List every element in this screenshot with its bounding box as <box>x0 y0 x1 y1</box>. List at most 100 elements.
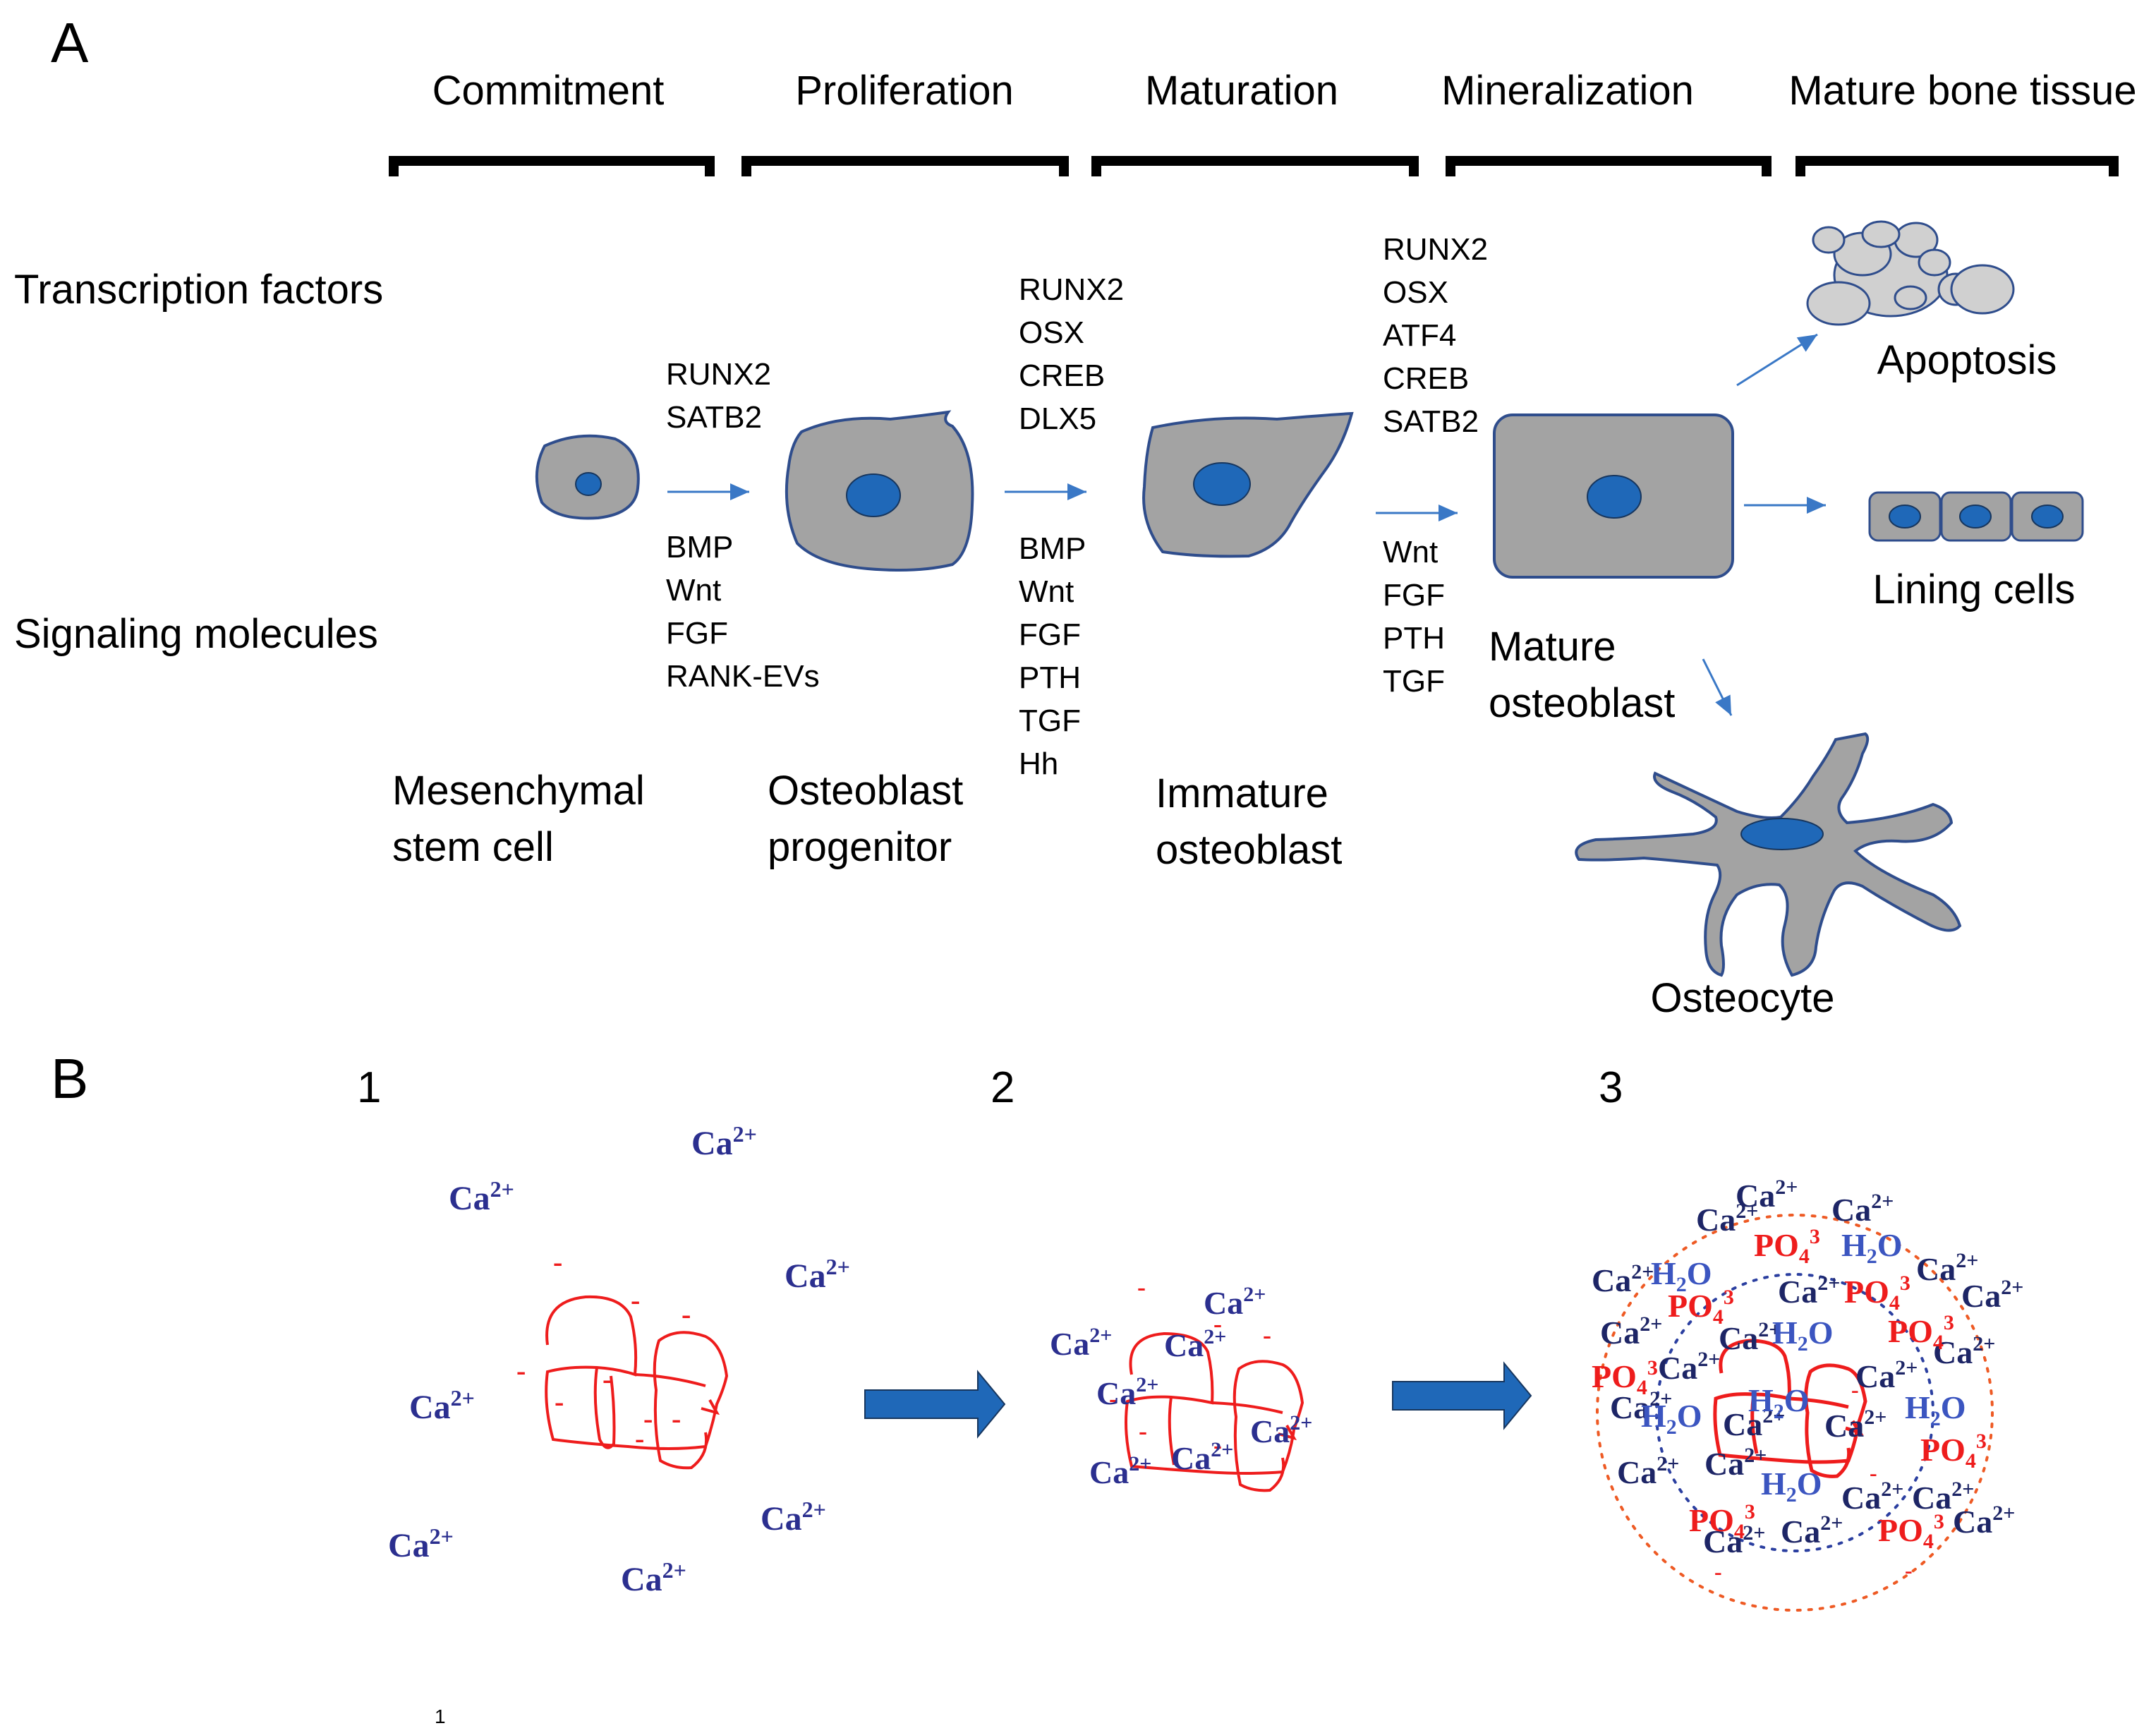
svg-text:H2O: H2O <box>1841 1227 1903 1268</box>
svg-text:-: - <box>1213 1310 1222 1338</box>
nucleus <box>1740 818 1824 850</box>
immature-osteoblast-cell <box>1142 411 1354 558</box>
svg-text:Ca2+: Ca2+ <box>1841 1478 1903 1516</box>
svg-text:-: - <box>1851 1377 1859 1402</box>
label-immature-line1: Immature <box>1156 771 1328 816</box>
svg-text:-: - <box>1109 1384 1118 1413</box>
svg-text:PO43: PO43 <box>1888 1311 1954 1354</box>
osteoblast-progenitor-cell <box>785 410 974 572</box>
svg-text:-: - <box>682 1298 691 1330</box>
svg-text:PO43: PO43 <box>1668 1286 1734 1329</box>
svg-text:Ca2+: Ca2+ <box>1089 1452 1151 1490</box>
label-mature-line1: Mature <box>1489 624 1616 670</box>
svg-text:-: - <box>635 1423 644 1454</box>
inner-hydration-shell <box>1655 1273 1934 1552</box>
tf-creb: CREB <box>1019 358 1105 393</box>
svg-text:Ca2+: Ca2+ <box>1736 1176 1798 1214</box>
svg-text:Ca2+: Ca2+ <box>621 1557 686 1598</box>
label-osteocyte: Osteocyte <box>1650 975 1834 1021</box>
svg-text:-: - <box>643 1403 653 1435</box>
svg-text:Ca2+: Ca2+ <box>1096 1373 1158 1411</box>
apoptotic-bodies <box>1806 220 2015 326</box>
negative-charges-2: - - - - - - <box>1109 1273 1271 1459</box>
stage-brackets <box>389 156 2119 176</box>
svg-text:-: - <box>602 1363 612 1395</box>
svg-text:H2O: H2O <box>1761 1466 1822 1506</box>
label-msc-line1: Mesenchymal <box>392 768 645 814</box>
svg-text:Ca2+: Ca2+ <box>1171 1438 1233 1476</box>
footnote: 1 <box>435 1705 446 1727</box>
svg-text:H2O: H2O <box>1651 1255 1712 1296</box>
sig-pth: PTH <box>1019 660 1081 695</box>
svg-text:Ca2+: Ca2+ <box>1617 1452 1679 1490</box>
tf-runx2: RUNX2 <box>666 357 771 392</box>
svg-text:-: - <box>1139 1417 1147 1445</box>
sig-tgf: TGF <box>1019 704 1081 738</box>
svg-text:Ca2+: Ca2+ <box>1781 1511 1843 1550</box>
nucleus <box>575 472 602 496</box>
svg-text:Ca2+: Ca2+ <box>691 1121 757 1162</box>
svg-text:PO43: PO43 <box>1844 1272 1910 1315</box>
stage-proliferation: Proliferation <box>795 68 1013 114</box>
label-apoptosis: Apoptosis <box>1877 337 2057 383</box>
stage-maturation: Maturation <box>1145 68 1338 114</box>
svg-text:Ca2+: Ca2+ <box>388 1523 454 1564</box>
svg-text:Ca2+: Ca2+ <box>1696 1200 1758 1238</box>
bracket-mature-bone <box>1795 156 2119 176</box>
svg-text:Ca2+: Ca2+ <box>1204 1283 1266 1321</box>
svg-text:Ca2+: Ca2+ <box>1050 1324 1112 1362</box>
tf-runx2: RUNX2 <box>1019 272 1124 307</box>
tf-satb2: SATB2 <box>666 400 762 435</box>
row-label-transcription: Transcription factors <box>14 267 383 313</box>
svg-text:Ca2+: Ca2+ <box>1778 1272 1840 1310</box>
svg-text:Ca2+: Ca2+ <box>1703 1521 1765 1559</box>
svg-text:Ca2+: Ca2+ <box>1704 1444 1767 1482</box>
stage-mature-bone-tissue: Mature bone tissue <box>1788 68 2136 114</box>
panel-a-letter: A <box>51 11 89 74</box>
process-arrow-2 <box>1392 1361 1532 1430</box>
svg-text:Ca2+: Ca2+ <box>1164 1325 1226 1363</box>
svg-text:Ca2+: Ca2+ <box>761 1497 826 1538</box>
svg-text:-: - <box>555 1386 564 1418</box>
svg-text:H2O: H2O <box>1905 1389 1966 1430</box>
arrow-to-apoptosis <box>1736 333 1818 387</box>
svg-text:H2O: H2O <box>1772 1315 1834 1355</box>
svg-text:Ca2+: Ca2+ <box>1855 1356 1918 1394</box>
mature-osteoblast-cell <box>1493 413 1734 579</box>
bracket-proliferation <box>741 156 1069 176</box>
svg-text:-: - <box>1263 1321 1271 1349</box>
svg-text:Ca2+: Ca2+ <box>1658 1348 1720 1386</box>
sig-rank-evs: RANK-EVs <box>666 659 820 694</box>
bracket-mineralization <box>1446 156 1772 176</box>
svg-text:Ca2+: Ca2+ <box>1953 1502 2015 1540</box>
svg-text:Ca2+: Ca2+ <box>1592 1260 1654 1298</box>
collagen-scaffold-2 <box>1125 1332 1304 1492</box>
lining-cells <box>1868 491 2084 542</box>
sig-bmp: BMP <box>1019 531 1086 566</box>
svg-text:H2O: H2O <box>1641 1398 1702 1439</box>
sig-wnt: Wnt <box>1383 535 1438 569</box>
svg-text:Ca2+: Ca2+ <box>1912 1478 1974 1516</box>
svg-text:-: - <box>1714 1559 1722 1584</box>
svg-text:Ca2+: Ca2+ <box>409 1385 475 1426</box>
tf-creb: CREB <box>1383 361 1469 396</box>
svg-text:Ca2+: Ca2+ <box>1961 1276 2023 1314</box>
bracket-maturation <box>1091 156 1419 176</box>
row-label-signaling: Signaling molecules <box>14 611 378 657</box>
svg-text:Ca2+: Ca2+ <box>1719 1318 1781 1356</box>
step-3: 3 <box>1599 1063 1623 1112</box>
mineral-ions-3: Ca2+ Ca2+ Ca2+ Ca2+ Ca2+ Ca2+ Ca2+ Ca2+ … <box>1592 1176 2023 1584</box>
collagen-scaffold-1 <box>545 1295 729 1470</box>
sig-tgf: TGF <box>1383 664 1445 699</box>
svg-text:Ca2+: Ca2+ <box>449 1176 514 1217</box>
negative-charges-1: - - - - - - - - - <box>516 1246 691 1454</box>
svg-text:PO43: PO43 <box>1592 1356 1658 1399</box>
label-immature-line2: osteoblast <box>1156 827 1342 873</box>
svg-text:Ca2+: Ca2+ <box>1600 1312 1662 1351</box>
tf-atf4: ATF4 <box>1383 318 1456 353</box>
stage-headers: Commitment Proliferation Maturation Mine… <box>432 68 2137 114</box>
collagen-scaffold-3 <box>1713 1339 1867 1478</box>
tf-satb2: SATB2 <box>1383 404 1479 439</box>
sig-fgf: FGF <box>1383 578 1445 612</box>
